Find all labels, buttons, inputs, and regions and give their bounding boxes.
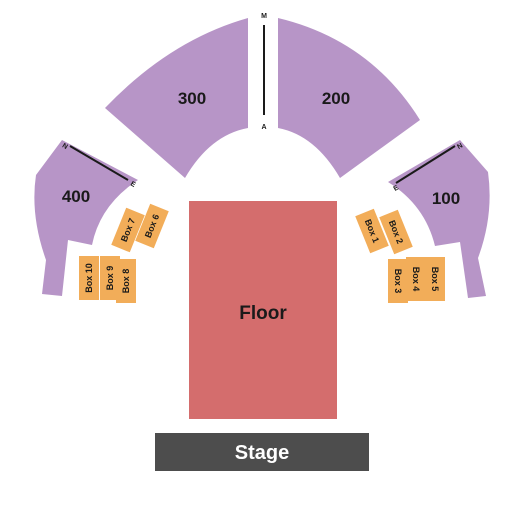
floor-label: Floor [239, 303, 287, 324]
aisle-marker-a: A [261, 124, 266, 131]
box-3[interactable]: Box 3 [388, 259, 408, 303]
section-400-marker-e: E [129, 181, 137, 190]
box-4[interactable]: Box 4 [406, 257, 426, 301]
box-6[interactable]: Box 6 [135, 203, 169, 249]
stage-label: Stage [235, 442, 289, 464]
box-2[interactable]: Box 2 [379, 209, 413, 255]
box-8-label: Box 8 [121, 269, 131, 294]
aisle-marker-m: M [261, 13, 267, 20]
section-200-label: 200 [322, 89, 350, 108]
box-5[interactable]: Box 5 [425, 257, 445, 301]
section-400[interactable] [34, 140, 139, 296]
section-100-row-line [395, 145, 456, 184]
box-5-label: Box 5 [430, 267, 440, 292]
box-10[interactable]: Box 10 [79, 256, 99, 300]
box-1[interactable]: Box 1 [355, 208, 389, 254]
stage [155, 433, 369, 471]
box-10-label: Box 10 [84, 263, 94, 293]
section-400-marker-n: N [61, 142, 69, 151]
section-400-label: 400 [62, 187, 90, 206]
box-7[interactable]: Box 7 [111, 207, 145, 253]
section-400-row-line [69, 145, 129, 181]
box-8[interactable]: Box 8 [116, 259, 136, 303]
section-300-label: 300 [178, 89, 206, 108]
box-9-label: Box 9 [105, 266, 115, 291]
box-4-label: Box 4 [411, 267, 421, 292]
box-9[interactable]: Box 9 [100, 256, 120, 300]
section-100-marker-e: E [392, 184, 400, 193]
section-100[interactable] [388, 140, 490, 298]
section-300[interactable] [105, 18, 248, 178]
section-100-label: 100 [432, 189, 460, 208]
section-100-marker-n: N [456, 142, 464, 151]
section-200[interactable] [278, 18, 420, 178]
floor-section[interactable] [189, 201, 337, 419]
box-3-label: Box 3 [393, 269, 403, 294]
